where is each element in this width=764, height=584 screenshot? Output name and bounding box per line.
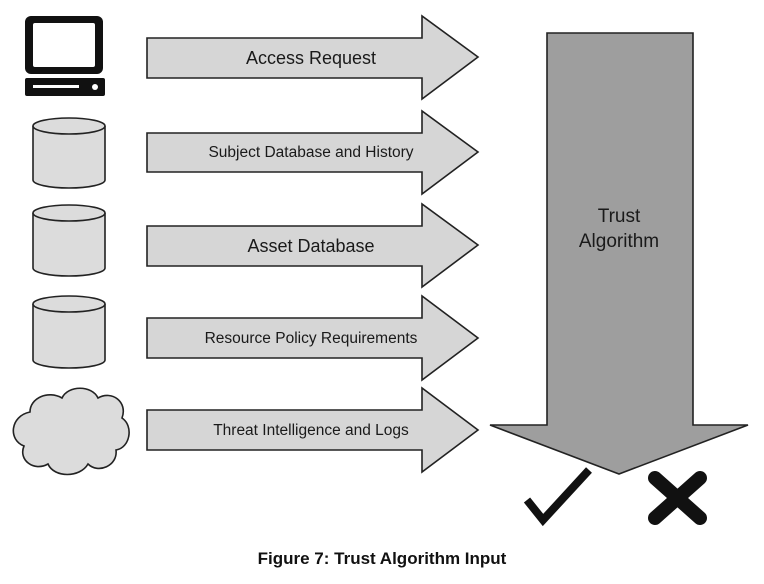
arrow-label: Threat Intelligence and Logs xyxy=(213,422,409,439)
cloud-icon xyxy=(12,387,130,476)
arrow-label: Subject Database and History xyxy=(208,144,413,161)
figure-caption: Figure 7: Trust Algorithm Input xyxy=(257,549,507,568)
subject-database-icon xyxy=(32,117,106,189)
trust-algorithm-label-line1: Trust xyxy=(598,206,641,227)
arrow-label: Access Request xyxy=(246,48,376,68)
computer-icon xyxy=(25,16,105,96)
check-icon xyxy=(523,467,592,527)
input-arrow-access-request: Access Request xyxy=(146,14,480,101)
input-arrow-resource-policy: Resource Policy Requirements xyxy=(146,294,480,382)
cross-icon xyxy=(648,471,707,525)
input-arrow-subject-database: Subject Database and History xyxy=(146,109,480,196)
input-arrow-threat-intelligence: Threat Intelligence and Logs xyxy=(146,386,480,474)
resource-policy-database-icon xyxy=(32,295,106,369)
arrow-label: Resource Policy Requirements xyxy=(205,330,418,347)
trust-algorithm-arrow: Trust Algorithm xyxy=(489,32,749,475)
trust-algorithm-label-line2: Algorithm xyxy=(579,231,659,252)
input-arrow-asset-database: Asset Database xyxy=(146,202,480,289)
asset-database-icon xyxy=(32,204,106,277)
arrow-label: Asset Database xyxy=(247,236,374,256)
